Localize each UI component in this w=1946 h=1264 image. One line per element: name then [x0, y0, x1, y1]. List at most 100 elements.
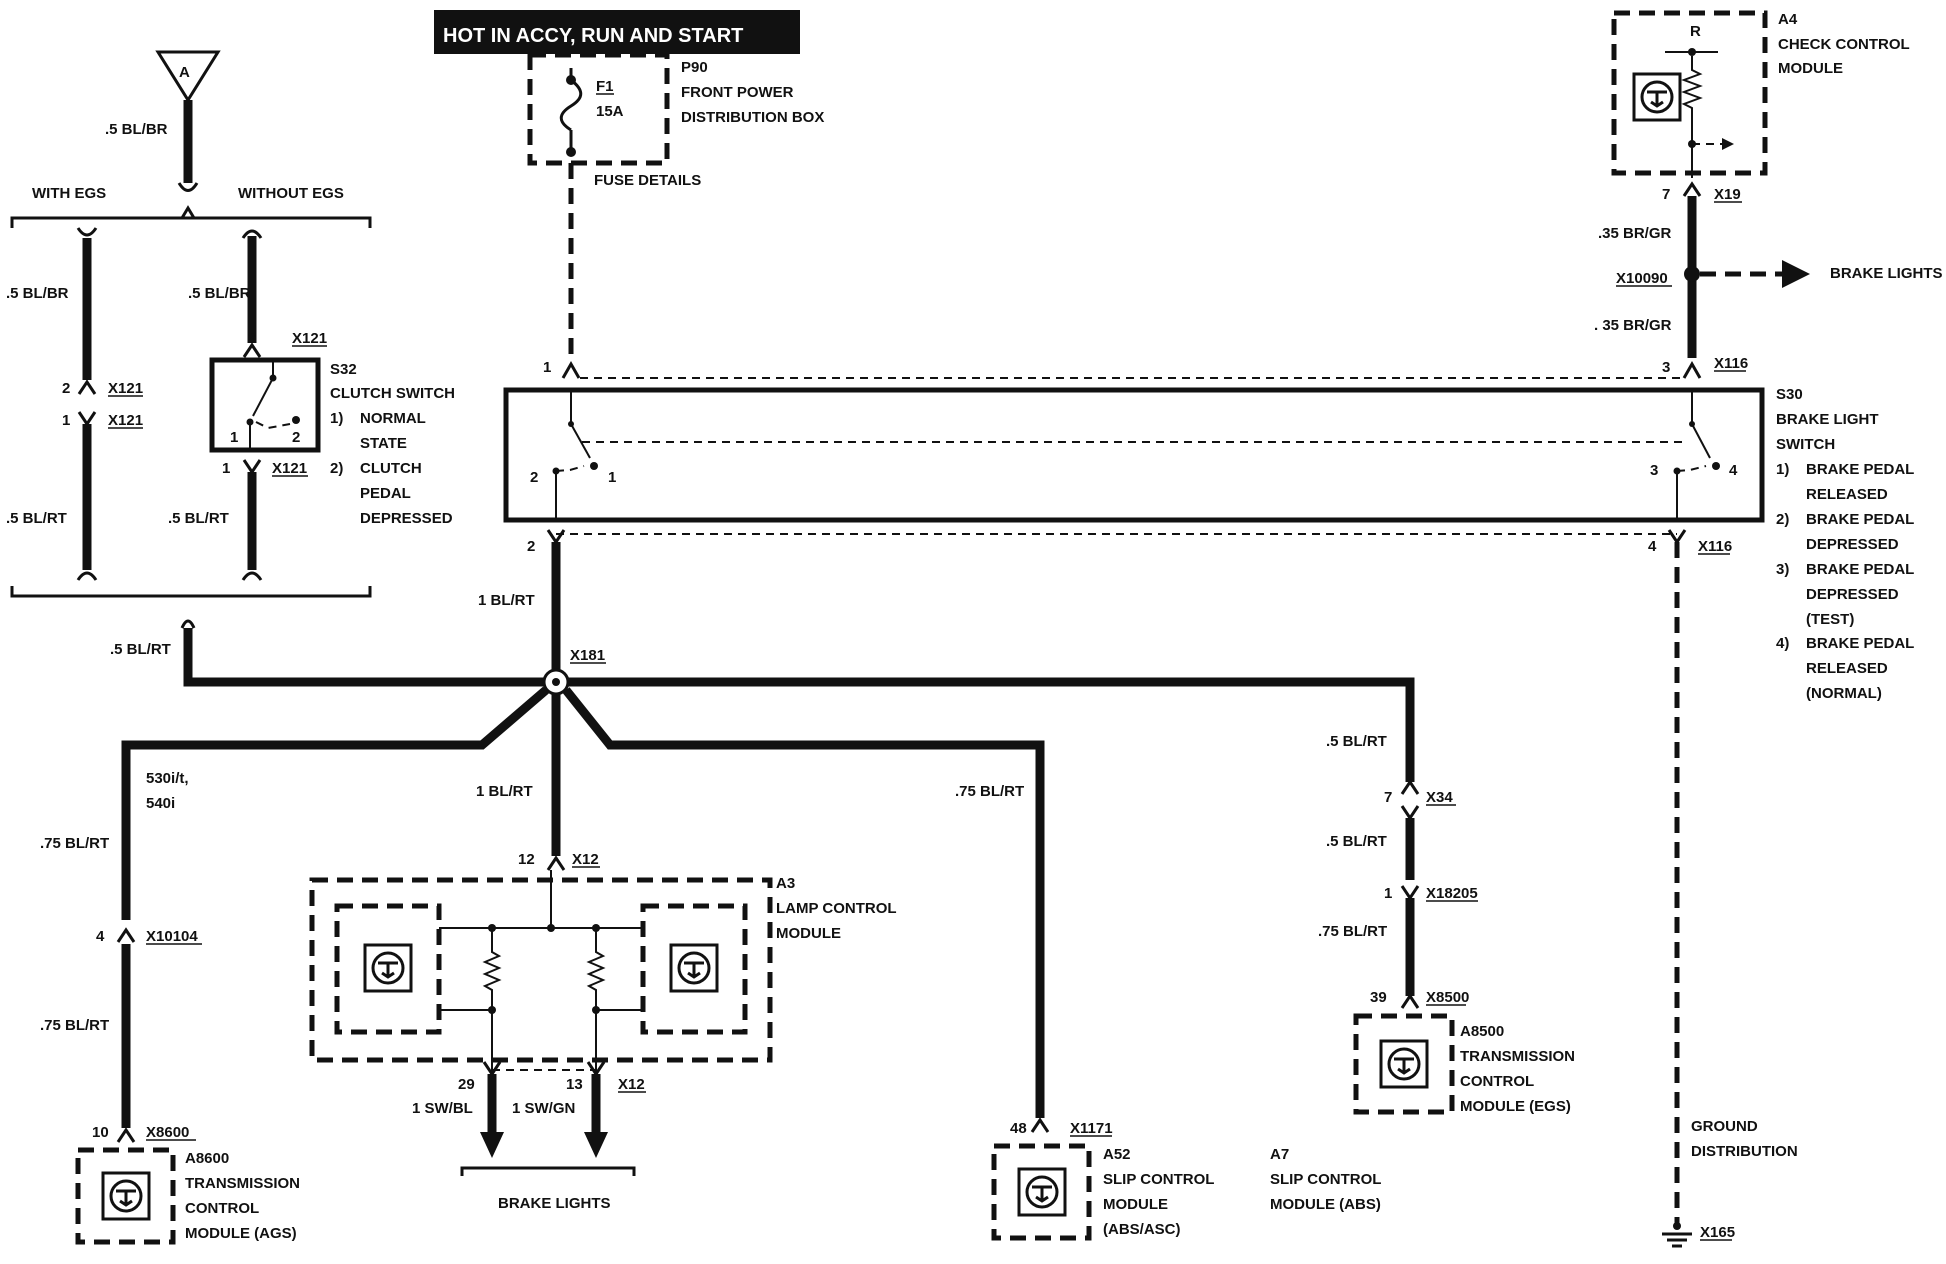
clutch-switch-box	[209, 357, 321, 453]
fuse-box-line2: DISTRIBUTION BOX	[681, 109, 824, 126]
slip-line2: MODULE	[1103, 1196, 1168, 1213]
ags-pin: 10	[92, 1124, 109, 1141]
fuse-rating: 15A	[596, 103, 624, 120]
lamp-right-ecu-icon	[669, 943, 719, 993]
lamp-conn-in	[546, 855, 566, 871]
bls-pin-out-right: 4	[1648, 538, 1657, 555]
lamp-module-box	[309, 877, 773, 1063]
ags-ecu-circle	[109, 1179, 143, 1213]
slip-ecu-icon	[1017, 1167, 1067, 1217]
egs-conn1	[1400, 779, 1420, 795]
bls-note1-num: 1)	[1776, 461, 1789, 478]
lamp-resistor-left	[482, 928, 502, 1082]
bls-note1-l1: BRAKE PEDAL	[1806, 461, 1914, 478]
ground-conn: X165	[1700, 1224, 1735, 1241]
bls-line2: SWITCH	[1776, 436, 1835, 453]
egs-conn3	[1400, 993, 1420, 1009]
ags-module-box	[75, 1147, 176, 1245]
slip-alt-line2: MODULE (ABS)	[1270, 1196, 1381, 1213]
clutch-contact-2-label: 2	[292, 429, 300, 446]
left-branch-wire-top-label: .5 BL/BR	[6, 285, 69, 302]
egs-wire3-label: .75 BL/RT	[1318, 923, 1387, 940]
lamp-right-ecu-box	[640, 903, 748, 1035]
bls-left-actuator	[555, 465, 585, 472]
fuse-terminal-bottom	[566, 147, 576, 157]
ags-ecu-mark	[116, 1189, 136, 1207]
ags-line2: CONTROL	[185, 1200, 259, 1217]
lamp-line2: MODULE	[776, 925, 841, 942]
bls-pin-in-left: 1	[543, 359, 551, 376]
egs-pin1: 7	[1384, 789, 1392, 806]
bls-note2-l2: DEPRESSED	[1806, 536, 1899, 553]
left-branch-conn-upper	[77, 379, 97, 395]
clutch-switch-code: S32	[330, 361, 357, 378]
egs-split-brace-tick	[180, 205, 196, 219]
bls-right-c4	[1712, 462, 1720, 470]
ground-line2: DISTRIBUTION	[1691, 1143, 1798, 1160]
lamp-pin-out1: 29	[458, 1076, 475, 1093]
egs-line3: MODULE (EGS)	[1460, 1098, 1571, 1115]
brake-lights-arrow	[1782, 260, 1810, 288]
splice-x10090-label: X10090	[1616, 270, 1668, 287]
ags-branch-wire	[121, 686, 549, 920]
egs-module-box	[1353, 1013, 1455, 1115]
slip-ecu-mark	[1032, 1185, 1052, 1203]
slip-code: A52	[1103, 1146, 1131, 1163]
ags-ecu-icon	[101, 1171, 151, 1221]
egs-ecu-circle	[1387, 1047, 1421, 1081]
check-control-ecu-icon	[1632, 72, 1682, 122]
brake-switch-box	[503, 387, 1765, 523]
brake-lights-label-right: BRAKE LIGHTS	[1830, 265, 1943, 282]
left-branch-conn-lower-label: X121	[108, 412, 143, 429]
splice-x10090	[1684, 266, 1700, 282]
lamp-brake-lights-label: BRAKE LIGHTS	[498, 1195, 611, 1212]
egs-code: A8500	[1460, 1023, 1504, 1040]
clutch-conn-top	[242, 342, 262, 358]
ags-wire2-label: .75 BL/RT	[40, 1017, 109, 1034]
fuse-details-link[interactable]: FUSE DETAILS	[594, 172, 701, 189]
fuse-id: F1	[596, 78, 614, 95]
clutch-branch-top	[241, 229, 263, 239]
left-branch-pin-lower: 1	[62, 412, 70, 429]
clutch-note-2-num: 2)	[330, 460, 343, 477]
left-branch-bottom	[76, 571, 98, 581]
merge-brace-tick	[180, 619, 196, 629]
left-branch-conn-upper-label: X121	[108, 380, 143, 397]
bls-left-c1	[590, 462, 598, 470]
lamp-resistor-right	[586, 928, 606, 1082]
ags-pin-mid: 4	[96, 928, 105, 945]
lamp-brake-brace	[460, 1166, 636, 1176]
clutch-wire-top-label: .5 BL/BR	[188, 285, 251, 302]
ags-conn-label: X8600	[146, 1124, 189, 1141]
check-control-r: R	[1690, 23, 1701, 40]
ags-wire1-label: .75 BL/RT	[40, 835, 109, 852]
lamp-conn-out-label: X12	[618, 1076, 645, 1093]
egs-line1: TRANSMISSION	[1460, 1048, 1575, 1065]
bls-left-c2-label: 2	[530, 469, 538, 486]
egs-conn1-lower	[1400, 805, 1420, 821]
egs-wire2-label: .5 BL/RT	[1326, 833, 1387, 850]
clutch-wire-bottom-label: .5 BL/RT	[168, 510, 229, 527]
clutch-branch-bottom	[241, 571, 263, 581]
connector-a-wire-end	[177, 182, 199, 192]
x116-top-pin: 3	[1662, 359, 1670, 376]
slip-module-box	[991, 1143, 1092, 1241]
ags-line1: TRANSMISSION	[185, 1175, 300, 1192]
bls-right-c3-label: 3	[1650, 462, 1658, 479]
ags-conn-mid-label: X10104	[146, 928, 198, 945]
check-control-arrow	[1722, 138, 1734, 150]
lamp-out1-arrow	[480, 1132, 504, 1158]
ground-line1: GROUND	[1691, 1118, 1758, 1135]
bls-right-actuator	[1676, 465, 1707, 472]
lamp-bus-node-c	[547, 924, 555, 932]
clutch-pin-bottom: 1	[222, 460, 230, 477]
lamp-return-node-r	[592, 1006, 600, 1014]
connector-a-triangle	[155, 50, 221, 103]
clutch-note-2-l3: DEPRESSED	[360, 510, 453, 527]
egs-pin3: 39	[1370, 989, 1387, 1006]
lamp-code: A3	[776, 875, 795, 892]
hot-banner-label: HOT IN ACCY, RUN AND START	[443, 25, 743, 47]
lamp-wire-out1: 1 SW/BL	[412, 1100, 473, 1117]
merge-wire-label: .5 BL/RT	[110, 641, 171, 658]
